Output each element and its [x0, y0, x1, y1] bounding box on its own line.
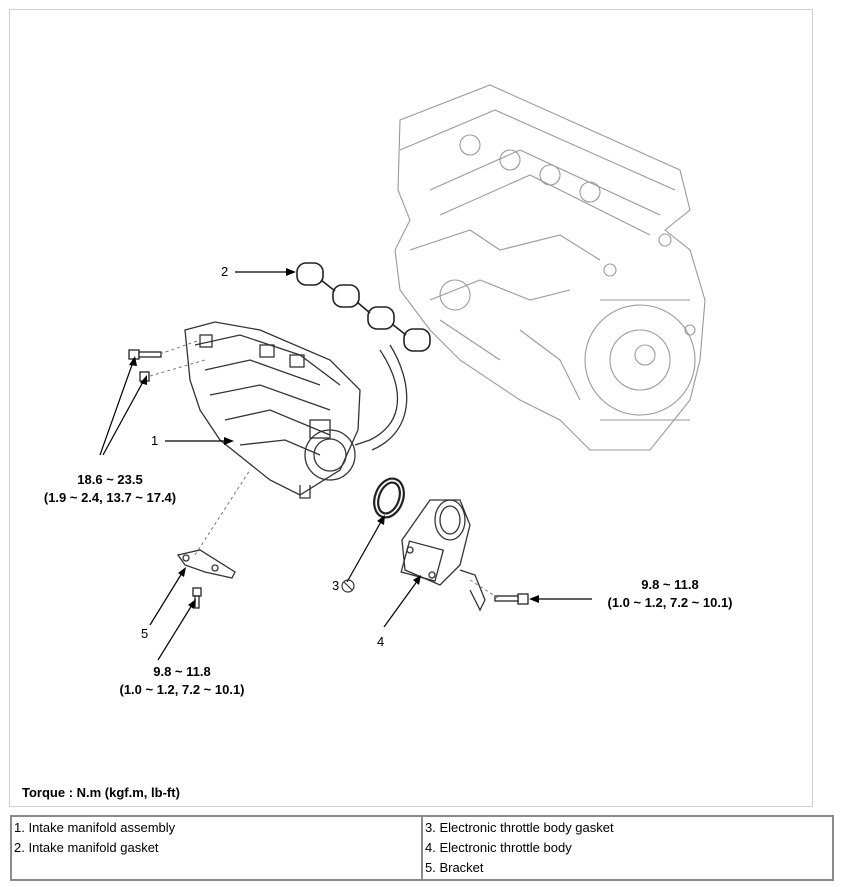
- legend-item: 2. Intake manifold gasket: [14, 840, 159, 855]
- callout-1: 1: [151, 433, 159, 448]
- torque-spec-throttle: 9.8 ~ 11.8 (1.0 ~ 1.2, 7.2 ~ 10.1): [585, 576, 755, 612]
- callout-4: 4: [377, 634, 385, 649]
- leader-lines: [99, 271, 592, 661]
- circle-slash-icon: [341, 579, 355, 593]
- torque-value: 9.8 ~ 11.8: [153, 664, 211, 679]
- legend-column-left: 1. Intake manifold assembly 2. Intake ma…: [11, 816, 422, 880]
- throttle-bolt: [517, 593, 529, 605]
- torque-value-units: (1.0 ~ 1.2, 7.2 ~ 10.1): [607, 595, 733, 610]
- diagram-frame: [9, 9, 813, 807]
- leader-3: [346, 519, 383, 583]
- legend-item: 3. Electronic throttle body gasket: [425, 820, 614, 835]
- bracket-bolt-shank: [194, 595, 200, 609]
- callout-5: 5: [141, 626, 149, 641]
- torque-spec-manifold: 18.6 ~ 23.5 (1.9 ~ 2.4, 13.7 ~ 17.4): [15, 471, 205, 507]
- alignment-lines: [149, 339, 499, 599]
- leader-torque-a: [99, 361, 134, 456]
- leader-torque-b: [102, 379, 145, 456]
- leader-5: [149, 572, 183, 626]
- bracket-illustration: [176, 549, 236, 579]
- engine-block-illustration: [394, 84, 706, 451]
- callout-2: 2: [221, 264, 229, 279]
- intake-manifold-gasket-illustration: [296, 262, 431, 352]
- manifold-bolt-shank: [138, 351, 162, 358]
- torque-value: 9.8 ~ 11.8: [641, 577, 699, 592]
- torque-spec-bracket: 9.8 ~ 11.8 (1.0 ~ 1.2, 7.2 ~ 10.1): [97, 663, 267, 699]
- leader-4: [383, 579, 419, 628]
- throttle-body-illustration: [400, 499, 486, 612]
- bracket-bolt: [192, 587, 202, 597]
- leader-bracket-torque: [157, 604, 193, 661]
- parts-legend-table: 1. Intake manifold assembly 2. Intake ma…: [10, 815, 834, 881]
- torque-value-units: (1.9 ~ 2.4, 13.7 ~ 17.4): [43, 490, 177, 505]
- legend-item: 4. Electronic throttle body: [425, 840, 572, 855]
- legend-item: 5. Bracket: [425, 860, 484, 875]
- arrowheads: [129, 268, 539, 609]
- torque-value: 18.6 ~ 23.5: [77, 472, 143, 487]
- legend-column-right: 3. Electronic throttle body gasket 4. El…: [421, 816, 833, 880]
- throttle-bolt-shank: [494, 595, 519, 602]
- torque-value-units: (1.0 ~ 1.2, 7.2 ~ 10.1): [119, 682, 245, 697]
- torque-units-note: Torque : N.m (kgf.m, lb-ft): [22, 785, 180, 800]
- intake-manifold-illustration: [184, 321, 408, 499]
- throttle-body-gasket-illustration: [373, 477, 405, 519]
- callout-3: 3: [332, 578, 340, 593]
- legend-item: 1. Intake manifold assembly: [14, 820, 176, 835]
